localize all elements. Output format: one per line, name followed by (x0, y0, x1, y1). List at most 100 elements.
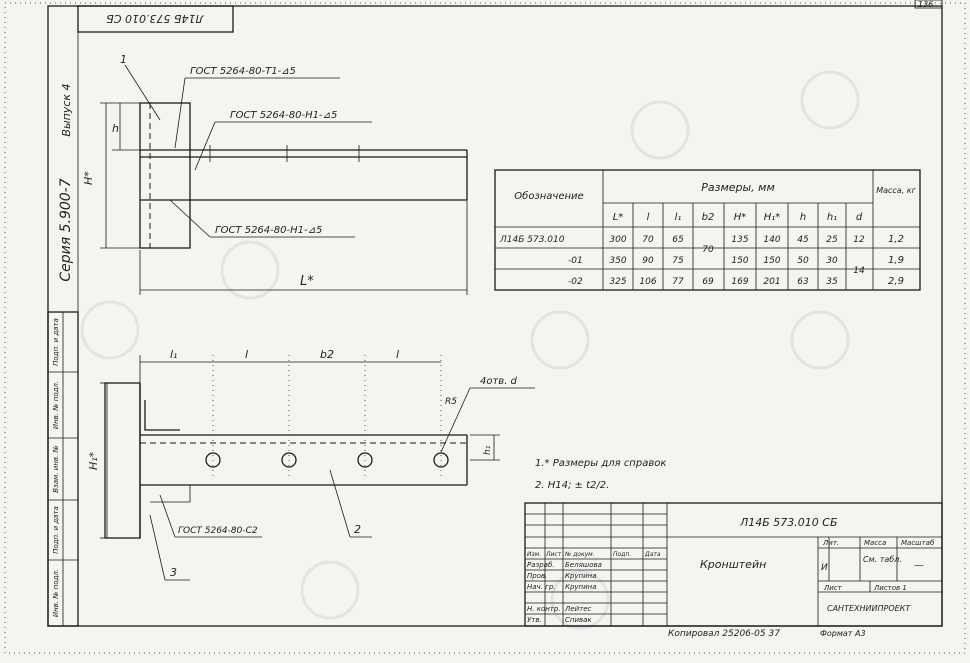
tb-name: Крупина (565, 572, 597, 580)
th-sub-5: H₁* (764, 212, 781, 223)
tb-code: Л14Б 573.010 СБ (739, 516, 838, 529)
side-stamp-4: Подп. и дата (52, 506, 60, 554)
upper-pos-1: 1 (120, 53, 127, 66)
dim-l1: l₁ (170, 348, 177, 361)
tb-name: Лейтес (564, 605, 592, 613)
th-sub-2: l₁ (675, 212, 682, 223)
cell-l: 106 (639, 277, 656, 287)
top-stamp-text: Л14Б 573.010 СБ (106, 12, 205, 25)
cell-mass: 1,9 (888, 255, 904, 266)
cell-h1: 35 (826, 277, 838, 287)
th-sizes: Размеры, мм (701, 181, 775, 194)
tb-name: Беляшова (565, 561, 602, 569)
weld-label-3: ГОСТ 5264-80-Н1-⊿5 (215, 225, 322, 236)
side-stamp-1: Подп. и дата (52, 318, 60, 366)
th-sub-1: l (647, 212, 650, 223)
note-2: 2. Н14; ± t2/2. (535, 480, 609, 491)
tb-lit: Лит. (822, 539, 839, 547)
issue-label: Выпуск 4 (60, 83, 73, 136)
tb-org: САНТЕХНИИПРОЕКТ (827, 604, 911, 613)
cell-L: 350 (609, 256, 626, 266)
dim-h1: h₁ (483, 445, 493, 455)
side-stamp: Подп. и дата Инв. № подл. Взам. инв. № П… (47, 311, 79, 627)
th-sub-4: H* (734, 212, 747, 223)
dim-L: L* (300, 274, 314, 289)
tb-hdr-sign: Подп. (613, 551, 631, 558)
holes-label: 4отв. d (480, 376, 518, 387)
cell-mass: 2,9 (888, 276, 904, 287)
th-sub-3: b2 (702, 212, 715, 223)
lower-view: l₁ l b2 l 4отв. d R5 h₁ H₁* ГОСТ 5264-80… (87, 348, 535, 581)
cell-h1: 25 (826, 235, 838, 245)
dim-h: h (112, 122, 119, 135)
tb-title: Кронштейн (700, 558, 766, 571)
side-stamp-2: Инв. № подл. (52, 381, 60, 429)
spec-table: Обозначение Размеры, мм Масса, кг L* l l₁ b… (494, 169, 921, 291)
tb-sheet: Лист (823, 584, 843, 592)
series-label: Серия 5.900-7 (58, 178, 74, 281)
cell-l: 90 (642, 256, 654, 266)
cell-l1: 75 (672, 256, 684, 266)
cell-b2: 69 (702, 277, 714, 287)
dim-H: H* (82, 171, 95, 185)
th-sub-0: L* (613, 212, 624, 223)
page-number-box (914, 0, 943, 9)
weld-label-1: ГОСТ 5264-80-Т1-⊿5 (190, 66, 296, 77)
tb-hdr-date: Дата (644, 551, 661, 558)
tb-name: Спивак (565, 616, 592, 624)
tb-role: Пров. (527, 572, 547, 580)
weld-label-2: ГОСТ 5264-80-Н1-⊿5 (230, 110, 337, 121)
tb-hdr-change: Изм. (527, 551, 541, 558)
th-sub-8: d (856, 212, 863, 223)
side-stamp-5: Инв. № подл. (52, 569, 60, 617)
tb-scale: Масштаб (901, 539, 935, 547)
top-stamp-box (77, 5, 234, 33)
cell-H: 169 (731, 277, 748, 287)
th-designation: Обозначение (514, 190, 583, 202)
dim-b2: b2 (320, 348, 334, 361)
tb-role: Утв. (527, 616, 542, 624)
copied-label: Копировал 25206-05 37 (668, 629, 780, 639)
title-block: Л14Б 573.010 СБ Кронштейн Лит. Масса Мас… (524, 502, 943, 627)
cell-H: 135 (731, 235, 748, 245)
cell-mass: 1,2 (888, 234, 904, 245)
tb-role: Н. контр. (527, 605, 561, 613)
cell-L: 325 (609, 277, 626, 287)
radius-label: R5 (445, 397, 457, 407)
cell-H: 150 (731, 256, 748, 266)
weld-label-lower: ГОСТ 5264-80-С2 (178, 526, 258, 536)
dim-l-2: l (396, 348, 399, 361)
lower-pos-3: 3 (170, 566, 177, 579)
tb-hdr-sheet: Лист (545, 551, 562, 558)
dim-l: l (245, 348, 248, 361)
format-label: Формат А3 (820, 629, 866, 638)
dim-H1: H₁* (87, 451, 100, 470)
tb-mass: Масса (864, 539, 886, 547)
tb-lit-value: И (821, 563, 828, 573)
th-sub-7: h₁ (827, 212, 837, 223)
tb-name: Крупина (565, 583, 597, 591)
cell-designation: -01 (568, 256, 583, 266)
cell-l: 70 (642, 235, 654, 245)
sheet-edge (4, 2, 966, 654)
tb-sheets: Листов 1 (873, 584, 907, 592)
cell-h1: 30 (826, 256, 838, 266)
cell-designation: Л14Б 573.010 (499, 235, 565, 245)
cell-H1: 140 (763, 235, 780, 245)
tb-hdr-doc: № докум. (564, 551, 595, 558)
th-mass: Масса, кг (876, 186, 916, 195)
cell-d-merged: 14 (853, 266, 865, 276)
tb-role: Разраб. (527, 561, 555, 569)
page-number: 136 (918, 0, 933, 9)
th-sub-6: h (800, 212, 806, 223)
note-1: 1.* Размеры для справок (535, 458, 666, 469)
cell-H1: 201 (763, 277, 780, 287)
cell-b2-merged: 70 (702, 245, 714, 255)
lower-pos-2: 2 (354, 523, 361, 536)
cell-H1: 150 (763, 256, 780, 266)
cell-l1: 65 (672, 235, 684, 245)
cell-L: 300 (609, 235, 626, 245)
watermark-logos (80, 70, 860, 630)
upper-view: 1 ГОСТ 5264-80-Т1-⊿5 ГОСТ 5264-80-Н1-⊿5 … (82, 53, 468, 295)
